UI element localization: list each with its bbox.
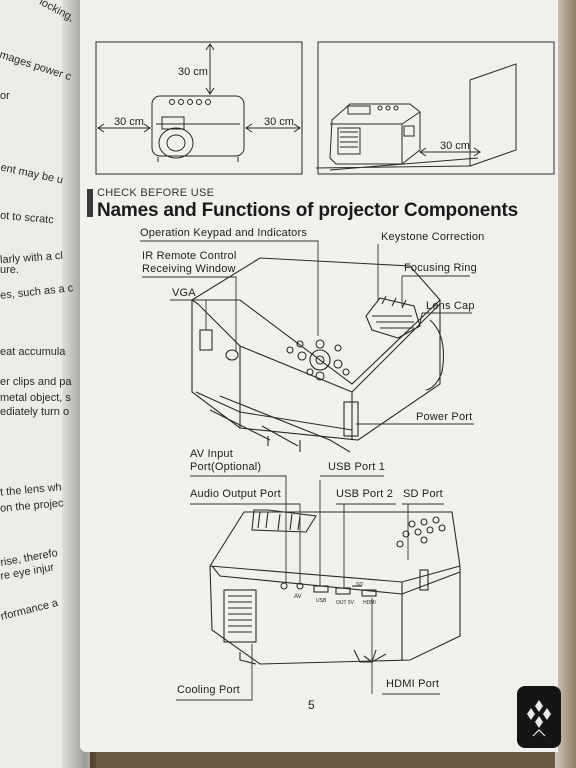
projector-rear-view-drawing xyxy=(209,509,461,665)
left-page: locking, mages power c or ent may be u o… xyxy=(0,0,90,768)
projection-wall xyxy=(469,63,517,167)
projector-top-view-drawing xyxy=(191,257,445,453)
label-cooling-port: Cooling Port xyxy=(177,684,240,696)
port-mark-sd: SD xyxy=(356,582,363,588)
label-audio-output: Audio Output Port xyxy=(190,488,281,500)
label-ir-remote-line2: Receiving Window xyxy=(142,263,236,275)
label-usb-port-1: USB Port 1 xyxy=(328,461,386,473)
diamond-logo-icon xyxy=(527,700,551,737)
port-mark-out5v: OUT 5V xyxy=(336,600,354,606)
projector-side-view-drawing xyxy=(329,103,421,165)
label-sd-port: SD Port xyxy=(403,488,443,500)
clearance-frame-side xyxy=(317,41,555,175)
port-mark-usb: USB xyxy=(316,598,327,604)
left-text-fragment: ediately turn o xyxy=(0,406,70,418)
projector-front-view-drawing xyxy=(151,95,245,162)
right-page xyxy=(80,0,558,752)
port-mark-hdmi: HDMI xyxy=(363,600,376,606)
clearance-left-label: 30 cm xyxy=(114,116,144,128)
section-tag: CHECK BEFORE USE xyxy=(97,187,215,199)
label-av-input-line2: Port(Optional) xyxy=(190,461,262,473)
label-vga: VGA xyxy=(172,287,196,299)
left-text-fragment: eat accumula xyxy=(0,346,66,358)
label-usb-port-2: USB Port 2 xyxy=(336,488,394,500)
watermark-logo xyxy=(517,686,561,748)
section-marker xyxy=(87,189,93,217)
callout-leaders xyxy=(140,240,474,701)
label-av-input-line1: AV Input xyxy=(190,448,233,460)
label-operation-keypad: Operation Keypad and Indicators xyxy=(140,227,308,239)
label-ir-remote-line1: IR Remote Control xyxy=(142,250,237,262)
page-edge xyxy=(555,0,576,768)
label-keystone: Keystone Correction xyxy=(381,231,485,243)
label-hdmi-port: HDMI Port xyxy=(386,678,440,690)
clearance-frame-front xyxy=(95,41,303,175)
page-number: 5 xyxy=(308,698,315,712)
label-lens-cap: Lens Cap xyxy=(426,300,475,312)
left-text-fragment: or xyxy=(0,90,10,102)
label-power-port: Power Port xyxy=(416,411,473,423)
clearance-back-label: 30 cm xyxy=(440,140,470,152)
left-text-fragment: er clips and pa xyxy=(0,376,72,388)
clearance-top-label: 30 cm xyxy=(178,66,208,78)
left-text-fragment: ure. xyxy=(0,264,19,276)
left-text-fragment: metal object, s xyxy=(0,392,71,404)
label-focusing-ring: Focusing Ring xyxy=(404,262,477,274)
port-mark-av: AV xyxy=(294,594,302,600)
clearance-right-label: 30 cm xyxy=(264,116,294,128)
page-title: Names and Functions of projector Compone… xyxy=(97,200,519,221)
